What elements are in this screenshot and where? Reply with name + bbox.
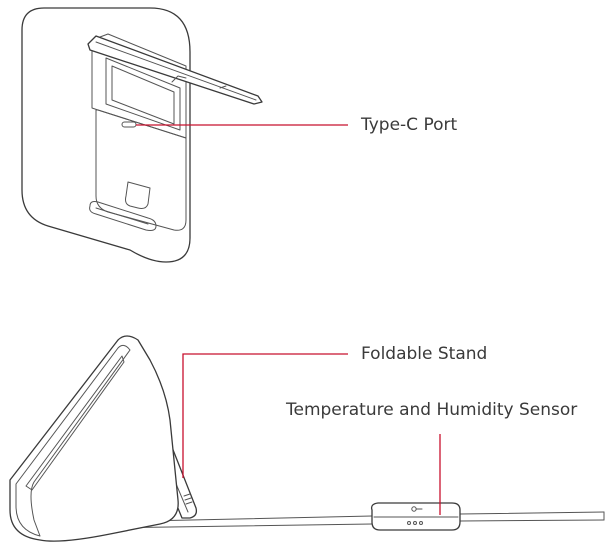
- sensor-dot-1: [407, 521, 411, 525]
- sensor-cable: [99, 511, 605, 529]
- device-front-view: [21, 7, 263, 263]
- sensor-dot-2: [413, 521, 417, 525]
- port-recess: [91, 33, 187, 139]
- type-c-port-label: Type-C Port: [361, 115, 458, 135]
- recess-window: [105, 57, 181, 131]
- flap-hinge: [171, 75, 227, 89]
- device-side-body: [9, 335, 179, 542]
- type-c-port: [121, 121, 137, 128]
- foldable-stand-label: Foldable Stand: [361, 344, 488, 364]
- stand-leader-line: [182, 353, 348, 478]
- device-front-face-inner: [25, 355, 125, 491]
- stand-hinge: [183, 493, 193, 505]
- device-front-face: [15, 344, 131, 537]
- device-front-panel: [95, 109, 187, 231]
- bottom-slot: [89, 201, 157, 231]
- bottom-slot-inner: [95, 207, 149, 225]
- sensor-dot-3: [419, 521, 423, 525]
- flap-edge: [95, 41, 257, 101]
- device-side-view: [9, 335, 605, 542]
- lower-tab: [125, 181, 151, 209]
- device-body-outline: [21, 7, 191, 263]
- open-flap: [87, 35, 263, 105]
- recess-window-inner: [111, 65, 175, 125]
- temperature-humidity-sensor-label: Temperature and Humidity Sensor: [286, 400, 578, 420]
